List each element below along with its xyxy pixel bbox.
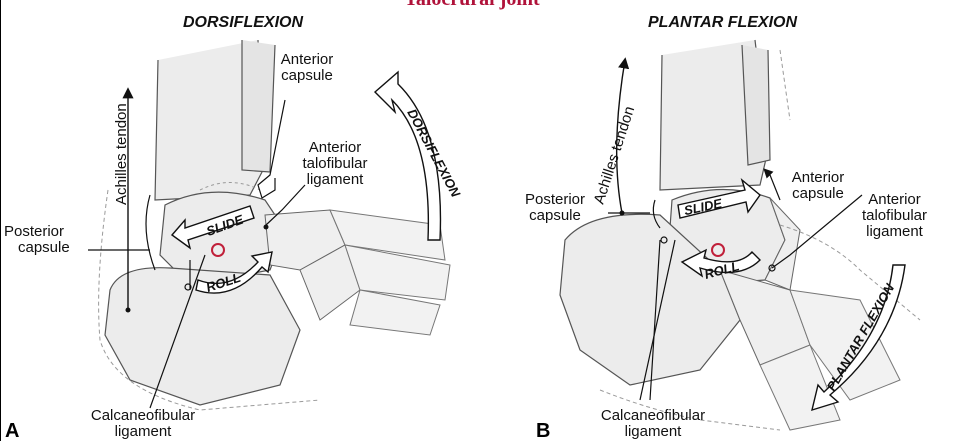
panel-a-heading: DORSIFLEXION <box>183 14 303 32</box>
posterior-capsule-label-a: Posterior capsule <box>4 224 94 256</box>
dorsiflexion-arrow: DORSIFLEXION <box>375 72 464 240</box>
calcaneofibular-label-a: Calcaneofibular ligament <box>68 408 218 440</box>
anterior-talofibular-label-a: Anterior talofibular ligament <box>285 140 385 188</box>
achilles-label-a: Achilles tendon <box>113 103 130 205</box>
posterior-capsule-label-b: Posterior capsule <box>500 192 610 224</box>
panel-b-heading: PLANTAR FLEXION <box>648 14 797 32</box>
anterior-talofibular-label-b: Anterior talofibular ligament <box>842 192 947 240</box>
panel-a-letter: A <box>5 420 19 443</box>
achilles-label-b: Achilles tendon <box>591 104 639 206</box>
panel-b-letter: B <box>536 420 550 443</box>
calcaneofibular-label-b: Calcaneofibular ligament <box>578 408 728 440</box>
anterior-capsule-label-a: Anterior capsule <box>262 52 352 84</box>
